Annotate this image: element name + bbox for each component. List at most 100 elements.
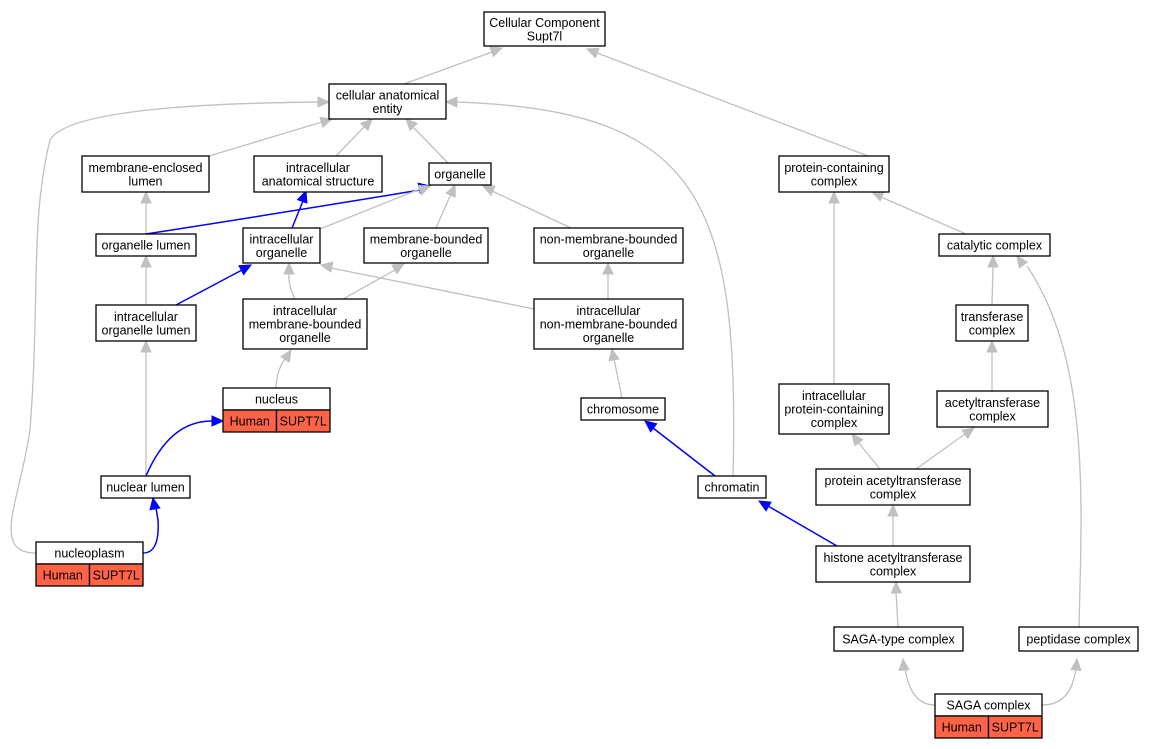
edge [10,101,320,554]
edge [413,127,449,164]
term-label: nucleus [255,393,298,407]
term-node-inmbo[interactable]: intracellularnon-membrane-boundedorganel… [533,298,684,350]
term-node-nl[interactable]: nuclear lumen [100,475,191,499]
edge [455,101,735,477]
term-label: lumen [128,174,162,188]
term-label: membrane-bounded [249,318,362,332]
arrowhead-icon [585,47,600,59]
term-box [428,162,492,186]
edge-layer [10,46,1082,706]
term-box [936,390,1049,428]
term-node-chrom[interactable]: chromatin [697,475,767,499]
term-label: organelle [583,331,634,345]
edge [1041,666,1077,706]
term-label: chromosome [587,403,659,417]
term-label: intracellular [273,304,337,318]
term-box [95,233,197,257]
edge-highlighted [175,269,243,306]
edge-highlighted [767,505,838,547]
term-box [95,304,197,342]
edge [288,272,296,300]
edge [342,269,396,300]
term-box [815,545,971,583]
term-node-org[interactable]: organelle [428,162,492,186]
term-label: intracellular [114,310,178,324]
arrowhead-icon [283,261,295,275]
gene-cell [88,563,144,587]
term-box [833,626,964,652]
edge [895,591,899,628]
term-label: Supt7l [527,29,562,43]
edge [915,433,966,470]
term-label: non-membrane-bounded [540,318,678,332]
term-label: intracellular [802,389,866,403]
term-node-saga_t[interactable]: SAGA-type complex [833,626,964,652]
term-label: acetyltransferase [945,396,1040,410]
arrowhead-icon [417,184,432,196]
term-box [938,233,1051,257]
term-box [815,468,971,506]
term-label: organelle [256,246,307,260]
term-node-ol[interactable]: organelle lumen [95,233,197,257]
term-label: organelle lumen [102,239,191,253]
gene-label: SUPT7L [93,569,140,583]
term-box [697,475,767,499]
term-label: nucleoplasm [54,547,124,561]
gene-cell [275,409,331,433]
arrowhead-icon [1016,255,1029,269]
arrowhead-icon [898,657,910,671]
arrowhead-icon [986,339,998,353]
term-box [328,83,447,120]
arrowhead-icon [211,415,225,427]
edge-highlighted [291,200,304,229]
term-label: complex [870,564,917,578]
term-node-pep[interactable]: peptidase complex [1018,626,1139,652]
term-label: SAGA-type complex [842,633,955,647]
species-label: Human [43,569,83,583]
arrowhead-icon [887,503,899,517]
term-box [955,304,1029,342]
term-label: Cellular Component [489,16,600,30]
term-node-cat[interactable]: catalytic complex [938,233,1051,257]
arrowhead-icon [987,254,999,268]
arrowhead-icon [445,183,456,198]
term-box [242,227,321,264]
arrowhead-icon [296,189,308,204]
term-box [363,227,489,264]
arrowhead-icon [644,420,658,433]
term-label: chromatin [705,481,760,495]
edge [335,126,365,157]
term-node-chr[interactable]: chromosome [580,397,666,421]
edge [319,188,421,230]
term-label: non-membrane-bounded [540,232,678,246]
species-label: Human [230,415,270,429]
arrowhead-icon [280,348,292,363]
term-box [580,397,666,421]
arrowhead-icon [961,427,975,440]
term-box [242,298,368,350]
term-label: anatomical structure [262,174,375,188]
arrowhead-icon [149,496,161,511]
arrowhead-icon [851,433,864,447]
term-label: transferase [961,310,1024,324]
term-label: complex [811,174,858,188]
